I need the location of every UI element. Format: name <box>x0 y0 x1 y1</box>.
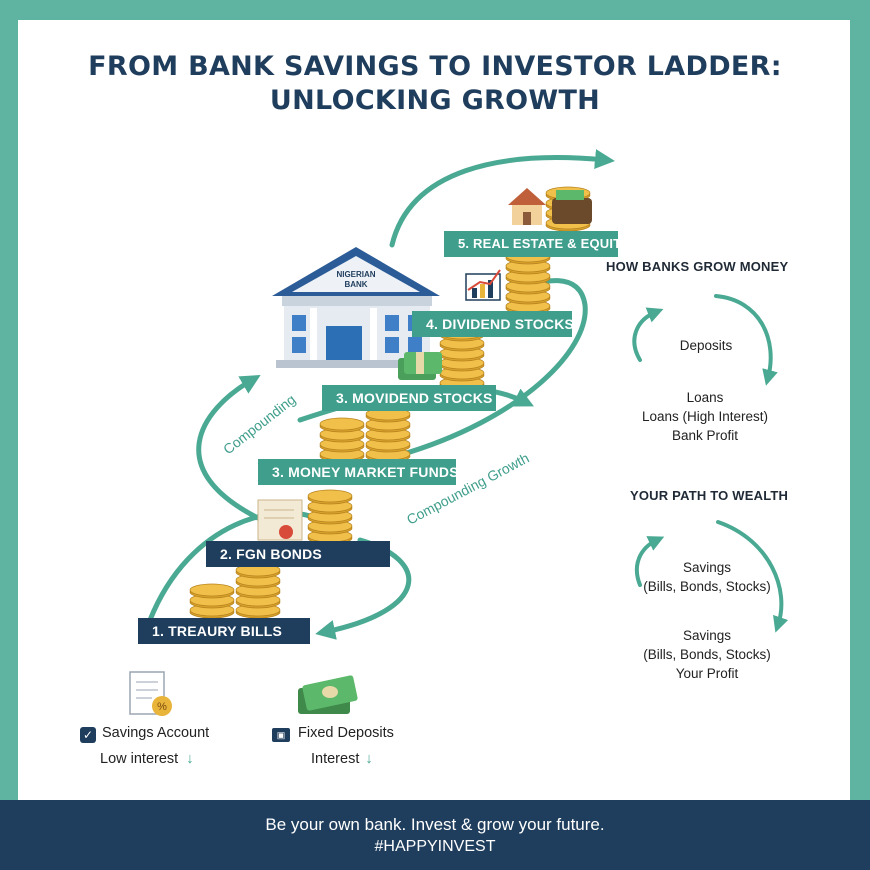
cash-bundle-icon <box>398 352 442 380</box>
percent-symbol: % <box>157 701 167 713</box>
house-icon <box>508 188 546 225</box>
down-arrow-icon: ↓ <box>365 751 373 767</box>
banks-panel-deposits: Deposits <box>679 338 733 353</box>
bank-building-icon: NIGERIAN BANK <box>272 247 440 368</box>
cash-icon: ▣ <box>272 728 290 742</box>
top-growth-arrow <box>389 149 615 248</box>
left-compounding-arrow <box>196 374 265 523</box>
wealth-panel-heading: YOUR PATH TO WEALTH <box>630 488 789 503</box>
wealth-panel-instruments-top: (Bills, Bonds, Stocks) <box>643 579 771 594</box>
down-arrow-icon: ↓ <box>186 751 194 767</box>
interest-label: Interest <box>311 751 360 767</box>
page-title: FROM BANK SAVINGS TO INVESTOR LADDER: UN… <box>0 50 870 118</box>
wallet-icon <box>552 190 592 224</box>
banks-cycle-arrow-right <box>714 294 778 386</box>
banks-panel-heading: HOW BANKS GROW MONEY <box>606 259 789 274</box>
footer-hashtag: #HAPPYINVEST <box>374 838 496 855</box>
legend-fixed-deposits: ▣ Fixed Deposits <box>272 725 394 742</box>
banks-panel-high-interest: Loans (High Interest) <box>641 409 769 424</box>
wealth-panel-profit: Your Profit <box>675 666 739 681</box>
coin-stack-1 <box>189 563 281 619</box>
coin-stack-3 <box>319 407 411 463</box>
step-treasury-bills: 1. TREAURY BILLS <box>138 618 310 644</box>
document-percent-icon: % <box>129 671 172 716</box>
compounding-text: Compounding <box>220 391 299 457</box>
wealth-panel-instruments-bottom: (Bills, Bonds, Stocks) <box>643 647 771 662</box>
step-dividend-stocks: 4. DIVIDEND STOCKS <box>412 311 574 337</box>
title-line-2: UNLOCKING GROWTH <box>269 85 601 116</box>
wealth-cycle-arrow-left <box>634 536 665 587</box>
compounding-growth-curve <box>397 278 588 458</box>
step-movidend-stocks: 3. MOVIDEND STOCKS <box>322 385 496 411</box>
bank-sign-line-1: NIGERIAN <box>336 270 375 279</box>
banks-panel-loans: Loans <box>686 390 724 405</box>
checkbox-icon: ✓ <box>80 727 96 743</box>
step-fgn-bonds: 2. FGN BONDS <box>206 541 390 567</box>
coin-stack-2 <box>307 489 353 545</box>
wealth-panel-top: Savings (Bills, Bonds, Stocks) <box>632 558 782 596</box>
legend-savings-account: ✓ Savings Account <box>80 725 209 743</box>
wealth-panel-savings-bottom: Savings <box>682 628 732 643</box>
fixed-deposits-label: Fixed Deposits <box>298 725 394 741</box>
legend-low-interest: Low interest ↓ <box>100 751 193 767</box>
wealth-panel-savings-top: Savings <box>682 560 732 575</box>
banks-cycle-arrow-left <box>632 307 664 362</box>
lower-loop-arrow <box>147 510 323 623</box>
money-stack-icon <box>298 675 358 714</box>
footer-tagline: Be your own bank. Invest & grow your fut… <box>265 815 605 834</box>
banks-panel-profit: Bank Profit <box>671 428 739 443</box>
wealth-panel-bottom: Savings (Bills, Bonds, Stocks) Your Prof… <box>632 626 782 683</box>
step-real-estate-equity: 5. REAL ESTATE & EQUITY <box>444 231 630 257</box>
banks-panel-bottom: Loans Loans (High Interest) Bank Profit <box>620 388 790 445</box>
step-money-market-funds: 3. MONEY MARKET FUNDS <box>258 459 459 485</box>
savings-account-label: Savings Account <box>102 725 210 741</box>
certificate-icon <box>257 499 303 541</box>
legend-interest: Interest ↓ <box>311 751 373 767</box>
footer-bar <box>0 800 870 870</box>
wealth-cycle-arrow-right <box>716 520 789 633</box>
low-interest-label: Low interest <box>100 751 179 767</box>
title-line-1: FROM BANK SAVINGS TO INVESTOR LADDER: <box>88 51 782 82</box>
growth-chart-icon <box>465 269 501 301</box>
bank-sign-line-2: BANK <box>344 280 367 289</box>
